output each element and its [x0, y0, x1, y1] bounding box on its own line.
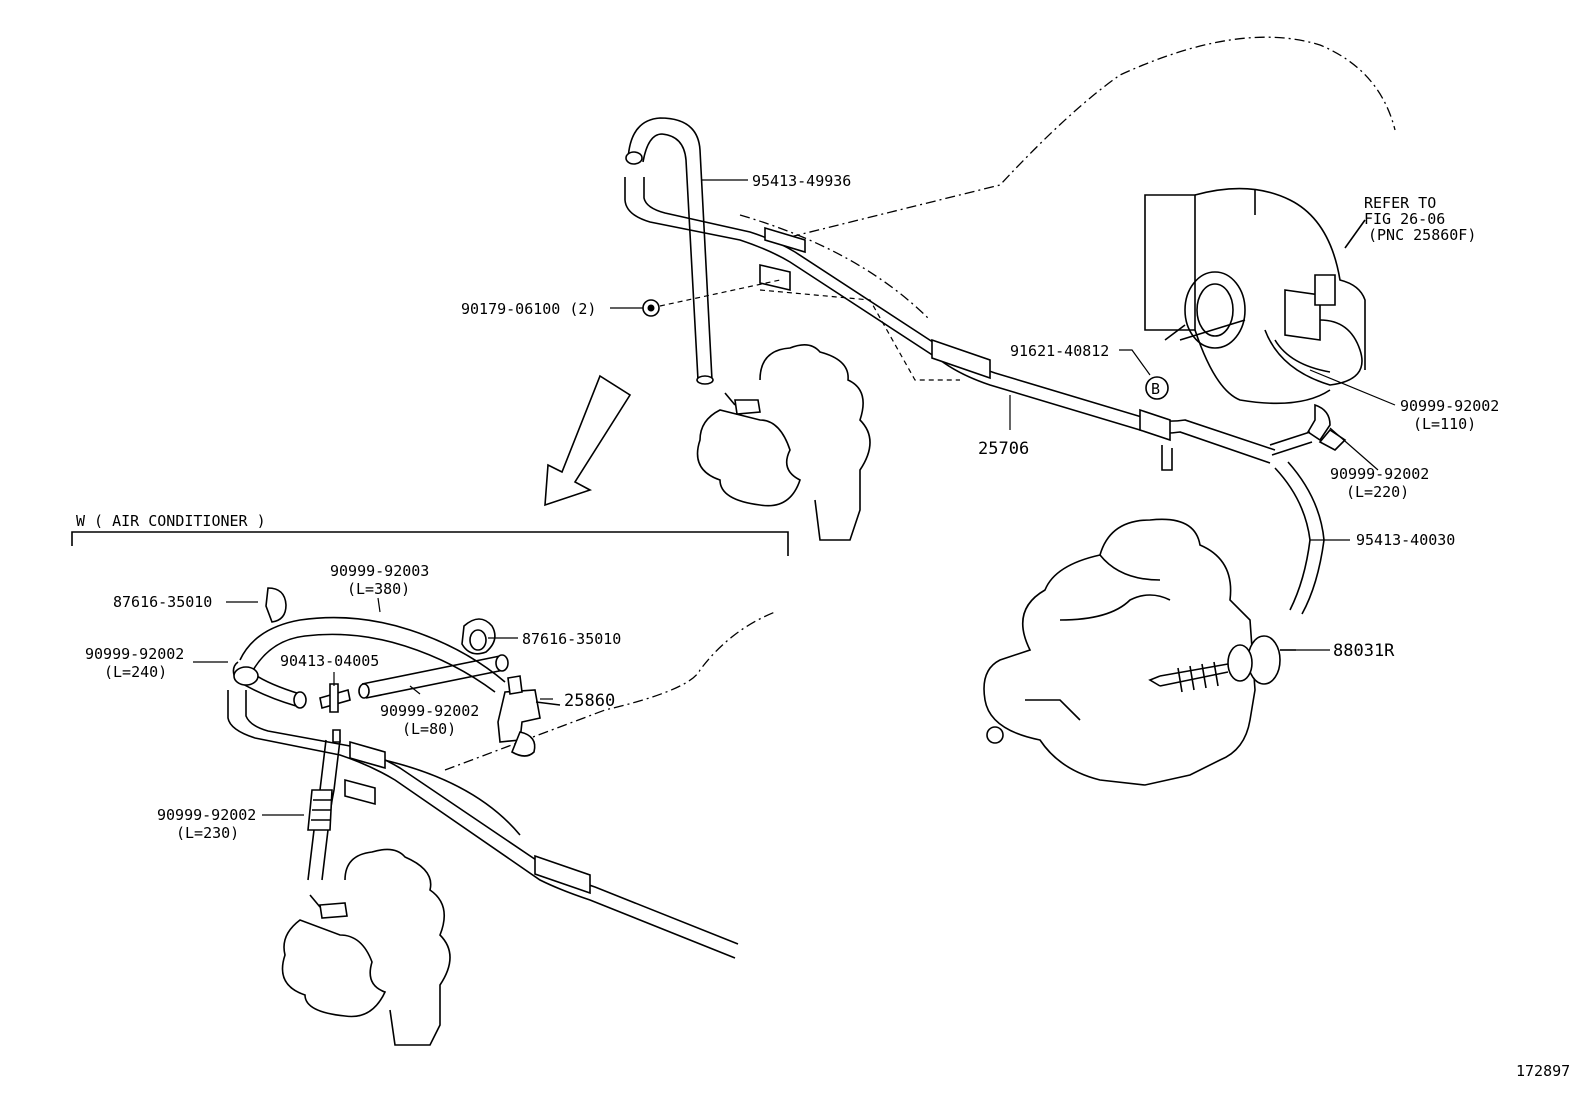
refer-note-line-2: FIG 26-06 [1364, 210, 1445, 228]
part-labels: 95413-49936 90179-06100 (2) 91621-40812 … [76, 172, 1570, 1080]
label-l230: (L=230) [176, 824, 239, 842]
refer-note-line-1: REFER TO [1364, 194, 1436, 212]
callout-b: B [1151, 380, 1160, 398]
label-90999-92003: 90999-92003 [330, 562, 429, 580]
label-l80: (L=80) [402, 720, 456, 738]
label-87616-35010-left: 87616-35010 [113, 593, 212, 611]
refer-note-line-3: (PNC 25860F) [1368, 226, 1476, 244]
label-25860: 25860 [564, 691, 615, 711]
label-90999-92002-l240: 90999-92002 [85, 645, 184, 663]
upper-assembly [544, 36, 1396, 786]
label-25706: 25706 [978, 439, 1029, 459]
label-87616-35010-right: 87616-35010 [522, 630, 621, 648]
label-l240: (L=240) [104, 663, 167, 681]
label-90999-92002-l110: 90999-92002 [1400, 397, 1499, 415]
label-l110: (L=110) [1413, 415, 1476, 433]
label-95413-49936: 95413-49936 [752, 172, 851, 190]
inset-title: W ( AIR CONDITIONER ) [76, 512, 266, 530]
label-90999-92002-l230: 90999-92002 [157, 806, 256, 824]
label-95413-40030: 95413-40030 [1356, 531, 1455, 549]
label-l380: (L=380) [347, 580, 410, 598]
label-88031R: 88031R [1333, 641, 1395, 661]
diagram-id: 172897 [1516, 1062, 1570, 1080]
label-l220: (L=220) [1346, 483, 1409, 501]
label-91621-40812: 91621-40812 [1010, 342, 1109, 360]
inset-air-conditioner [71, 531, 789, 1046]
label-90999-92002-l80: 90999-92002 [380, 702, 479, 720]
label-90179-06100: 90179-06100 (2) [461, 300, 596, 318]
label-90999-92002-l220: 90999-92002 [1330, 465, 1429, 483]
label-90413-04005: 90413-04005 [280, 652, 379, 670]
